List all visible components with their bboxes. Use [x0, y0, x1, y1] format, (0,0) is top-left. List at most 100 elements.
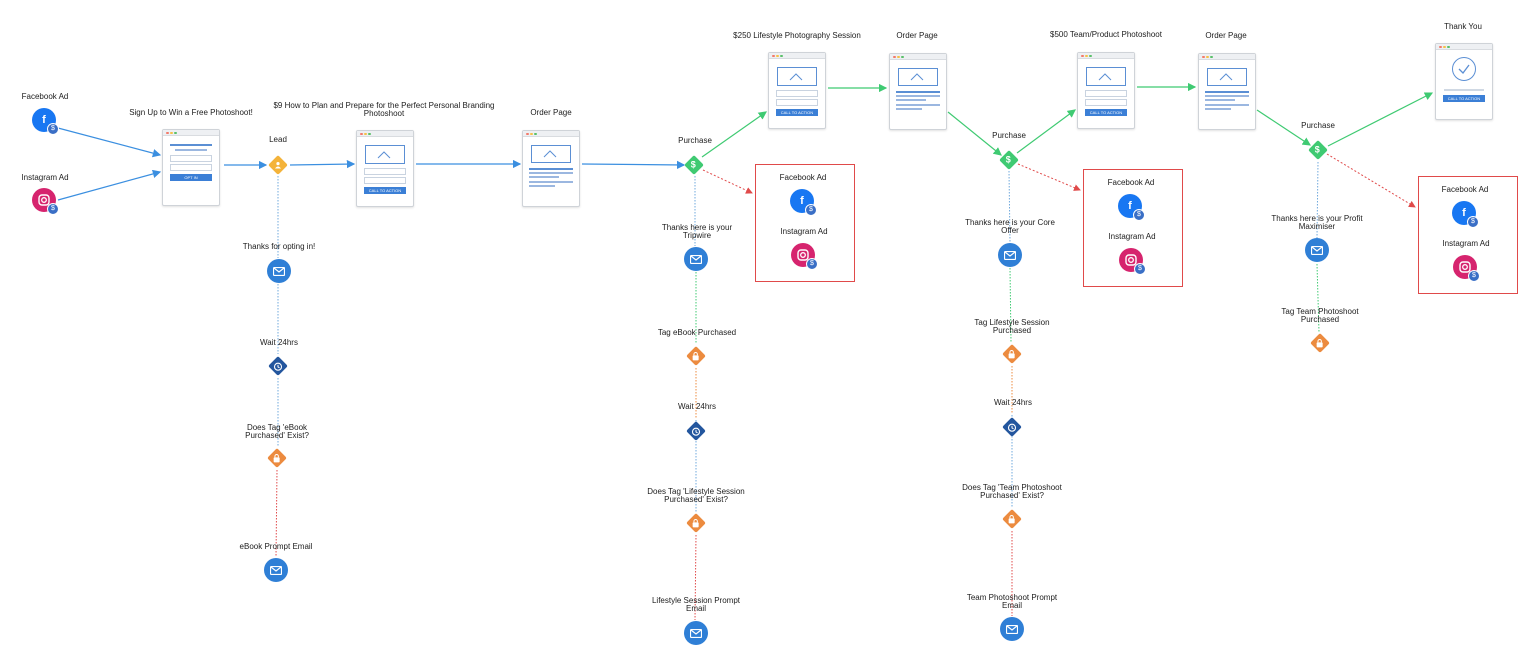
- edge-order1-purchase1: [581, 160, 686, 170]
- edge-order2-purchase2: [947, 111, 1002, 156]
- team-prompt-email-node[interactable]: [1000, 617, 1024, 641]
- dollar-badge-icon: $: [1133, 209, 1145, 221]
- ebook-prompt-email-node[interactable]: [264, 558, 288, 582]
- order-page-3-thumbnail[interactable]: [1198, 53, 1256, 130]
- tag-team-node[interactable]: [1310, 333, 1330, 353]
- cta-button[interactable]: CALL TO ACTION: [364, 187, 406, 194]
- dollar-badge-icon: $: [1467, 216, 1479, 228]
- tag-team-label: Tag Team Photoshoot Purchased: [1281, 307, 1359, 324]
- wait-1-node[interactable]: [268, 356, 288, 376]
- email-icon: [1311, 245, 1323, 255]
- tag-lifestyle-label: Tag Lifestyle Session Purchased: [974, 318, 1050, 335]
- cta-button[interactable]: CALL TO ACTION: [1085, 109, 1127, 116]
- facebook-icon: f: [800, 194, 804, 207]
- cta-button[interactable]: CALL TO ACTION: [1443, 95, 1485, 102]
- checkmark-icon: [1452, 57, 1476, 81]
- email-icon: [690, 254, 702, 264]
- lifestyle-page-label: $250 Lifestyle Photography Session: [733, 31, 861, 40]
- rb2-fb-node[interactable]: f $: [1118, 194, 1145, 221]
- order-page-1-thumbnail[interactable]: [522, 130, 580, 207]
- lifestyle-page-thumbnail[interactable]: CALL TO ACTION: [768, 52, 826, 129]
- lifestyle-prompt-email-node[interactable]: [684, 621, 708, 645]
- edge-ig-signup: [57, 169, 162, 201]
- does-tag-1-label: Does Tag 'eBook Purchased' Exist?: [245, 423, 309, 440]
- clock-icon: [1007, 422, 1017, 432]
- does-tag-3-label: Does Tag 'Team Photoshoot Purchased' Exi…: [962, 483, 1062, 500]
- retarget-box-2: [1083, 169, 1183, 287]
- tag-icon: [274, 453, 280, 462]
- dollar-badge-icon: $: [806, 258, 818, 270]
- thanks-core-label: Thanks here is your Core Offer: [965, 218, 1055, 235]
- order-page-2-thumbnail[interactable]: [889, 53, 947, 130]
- order-page-3-label: Order Page: [1205, 31, 1247, 40]
- rb1-fb-label: Facebook Ad: [779, 173, 827, 182]
- edge-purchase3-retarget: [1326, 153, 1416, 208]
- tag-ebook-node[interactable]: [686, 346, 706, 366]
- edge-lead-plan: [289, 159, 356, 169]
- dollar-badge-icon: $: [805, 204, 817, 216]
- purchase-1-label: Purchase: [678, 136, 712, 145]
- facebook-icon: f: [42, 113, 46, 126]
- dollar-icon: $: [691, 159, 697, 170]
- plan-page-thumbnail[interactable]: CALL TO ACTION: [356, 130, 414, 207]
- facebook-icon: f: [1462, 206, 1466, 219]
- wait-2-node[interactable]: [686, 421, 706, 441]
- team-page-thumbnail[interactable]: CALL TO ACTION: [1077, 52, 1135, 129]
- thanks-core-email-node[interactable]: [998, 243, 1022, 267]
- thank-you-page-thumbnail[interactable]: CALL TO ACTION: [1435, 43, 1493, 120]
- email-icon: [270, 565, 282, 575]
- tag-icon: [1009, 349, 1015, 358]
- edge-purchase1-retarget: [702, 169, 753, 194]
- tag-icon: [1317, 338, 1323, 347]
- edge-purchase1-lifestyle: [701, 111, 767, 158]
- rb2-ig-label: Instagram Ad: [1108, 232, 1156, 241]
- lead-label: Lead: [269, 135, 287, 144]
- lead-icon: [275, 162, 281, 169]
- does-tag-2-node[interactable]: [686, 513, 706, 533]
- opt-in-button[interactable]: OPT IN: [170, 173, 212, 181]
- does-tag-1-node[interactable]: [267, 448, 287, 468]
- fb-ad-1-node[interactable]: f $: [32, 108, 59, 135]
- rb1-fb-node[interactable]: f $: [790, 189, 817, 216]
- email-icon: [690, 628, 702, 638]
- tag-ebook-label: Tag eBook Purchased: [657, 328, 737, 337]
- thanks-profit-email-node[interactable]: [1305, 238, 1329, 262]
- thanks-tripwire-email-node[interactable]: [684, 247, 708, 271]
- ig-ad-1-node[interactable]: $: [32, 188, 59, 215]
- wait-1-label: Wait 24hrs: [260, 338, 298, 347]
- dollar-badge-icon: $: [1468, 270, 1480, 282]
- wait-2-label: Wait 24hrs: [678, 402, 716, 411]
- fb-ad-1-label: Facebook Ad: [21, 92, 69, 101]
- lead-node[interactable]: [268, 155, 288, 175]
- clock-icon: [273, 361, 283, 371]
- email-icon: [273, 266, 285, 276]
- rb3-fb-label: Facebook Ad: [1441, 185, 1489, 194]
- signup-page-thumbnail[interactable]: OPT IN: [162, 129, 220, 206]
- rb3-ig-node[interactable]: $: [1453, 255, 1480, 282]
- thank-you-page-label: Thank You: [1444, 22, 1482, 31]
- edge-order3-purchase3: [1256, 109, 1312, 146]
- signup-page-label: Sign Up to Win a Free Photoshoot!: [129, 108, 253, 117]
- email-icon: [1004, 250, 1016, 260]
- does-tag-3-node[interactable]: [1002, 509, 1022, 529]
- thanks-tripwire-label: Thanks here is your Tripwire: [661, 223, 733, 240]
- dollar-badge-icon: $: [47, 123, 59, 135]
- tag-icon: [693, 518, 699, 527]
- does-tag-2-label: Does Tag 'Lifestyle Session Purchased' E…: [647, 487, 745, 504]
- edge-purchase2-team: [1016, 109, 1076, 154]
- wait-3-node[interactable]: [1002, 417, 1022, 437]
- purchase-3-label: Purchase: [1301, 121, 1335, 130]
- rb3-fb-node[interactable]: f $: [1452, 201, 1479, 228]
- dollar-icon: $: [1006, 154, 1012, 165]
- thanks-opting-email-node[interactable]: [267, 259, 291, 283]
- rb2-ig-node[interactable]: $: [1119, 248, 1146, 275]
- edge-fb-signup: [57, 127, 162, 158]
- tag-lifestyle-node[interactable]: [1002, 344, 1022, 364]
- team-page-label: $500 Team/Product Photoshoot: [1050, 30, 1162, 39]
- edge-purchase3-thankyou: [1327, 92, 1434, 147]
- instagram-icon: [1125, 254, 1137, 266]
- wait-3-label: Wait 24hrs: [994, 398, 1032, 407]
- thanks-opting-label: Thanks for opting in!: [242, 242, 316, 251]
- cta-button[interactable]: CALL TO ACTION: [776, 109, 818, 116]
- rb1-ig-node[interactable]: $: [791, 243, 818, 270]
